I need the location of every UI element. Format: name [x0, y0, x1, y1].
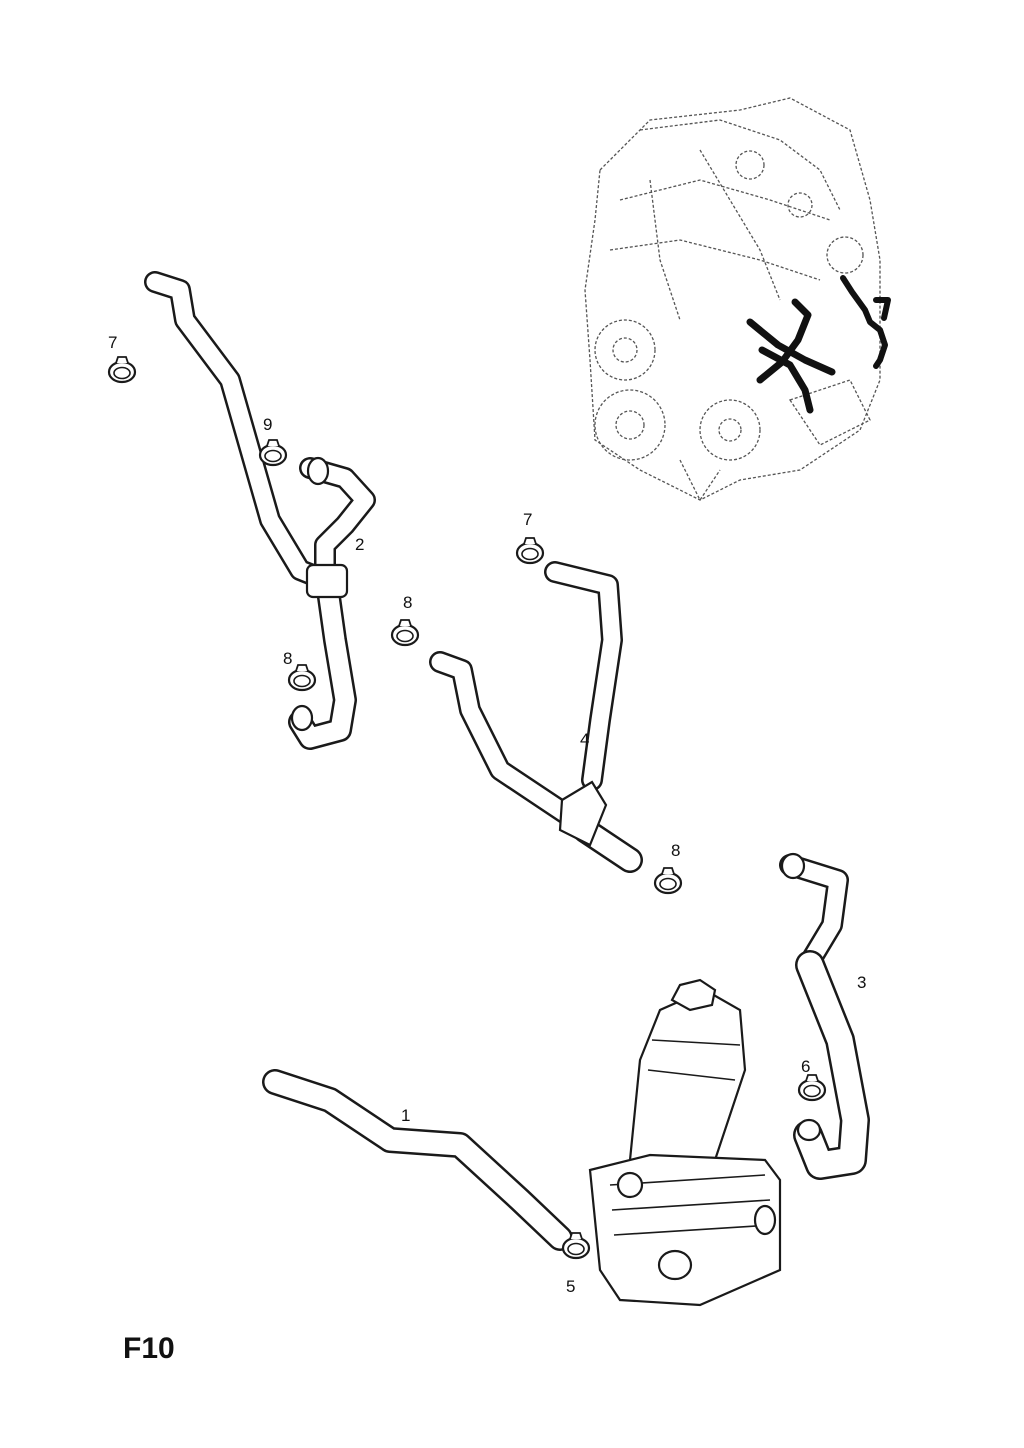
clamp-7a [107, 355, 137, 384]
clamp-9 [258, 438, 288, 467]
callout-1: 1 [401, 1106, 410, 1125]
clamp-8a [287, 663, 317, 692]
callout-4: 4 [580, 730, 589, 749]
callout-6: 6 [801, 1057, 810, 1076]
callout-2: 2 [355, 535, 364, 554]
hose-1 [262, 1069, 573, 1251]
figure-code: F10 [123, 1332, 175, 1365]
clamp-8b [390, 618, 420, 647]
callout-5: 5 [566, 1277, 575, 1296]
clamp-6 [797, 1073, 827, 1102]
callout-9: 9 [263, 415, 272, 434]
callout-8b: 8 [403, 593, 412, 612]
callout-7b: 7 [523, 510, 532, 529]
hose-2 [144, 271, 376, 750]
hose-3 [779, 852, 870, 1180]
hose-4 [429, 561, 643, 873]
oil-filter-housing [588, 978, 782, 1307]
callout-8c: 8 [671, 841, 680, 860]
callout-7a: 7 [108, 333, 117, 352]
clamp-7b [515, 536, 545, 565]
engine-illustration [584, 97, 891, 502]
callout-3: 3 [857, 973, 866, 992]
clamp-8c [653, 866, 683, 895]
callout-8a: 8 [283, 649, 292, 668]
